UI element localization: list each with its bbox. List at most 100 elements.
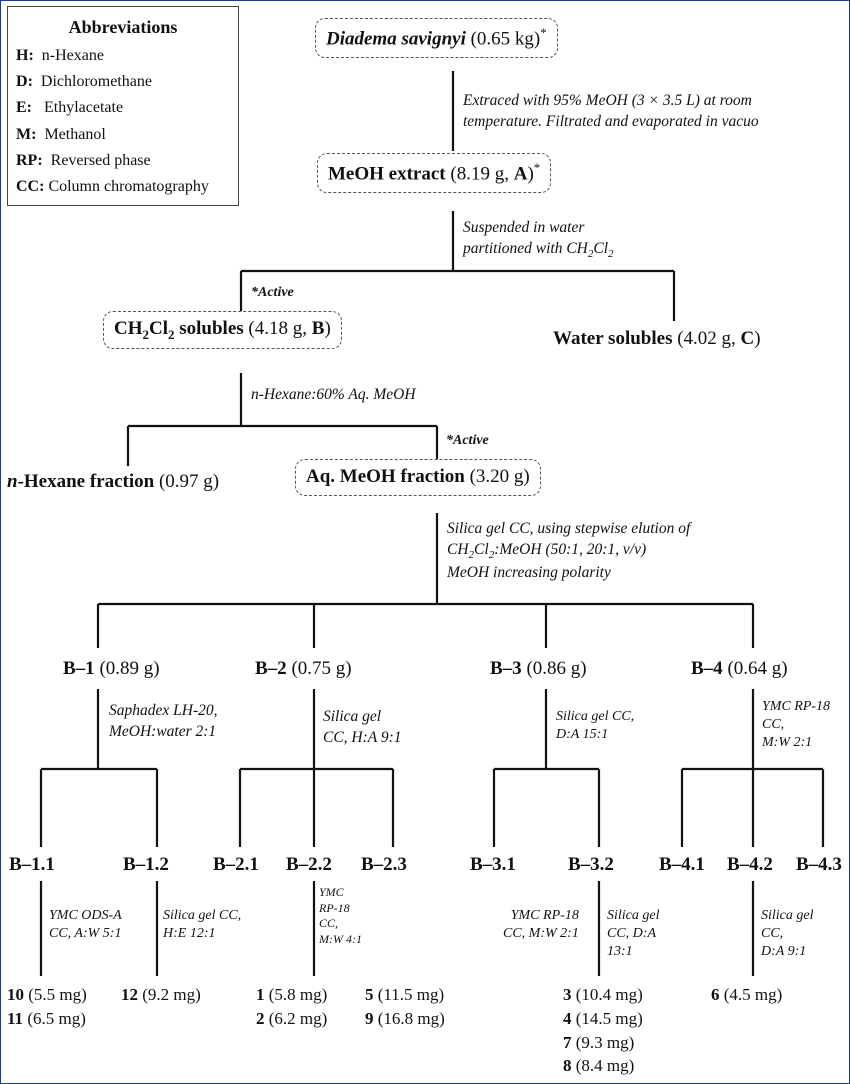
node-b3-2: B–3.2 — [566, 854, 616, 877]
node-b1-name: B–1 — [63, 658, 95, 679]
node-water-name: Water solubles — [553, 328, 673, 349]
compound-id: 2 — [256, 1008, 265, 1028]
note-line: D:A 15:1 — [556, 727, 609, 743]
active-label-1: *Active — [251, 285, 294, 302]
node-b3-1: B–3.1 — [468, 854, 518, 877]
legend-key: RP — [16, 152, 38, 170]
note-line: partitioned with CH2Cl2 — [463, 239, 614, 262]
legend-item: CC: Column chromatography — [16, 175, 230, 199]
note-line: M:W 2:1 — [762, 735, 813, 751]
note-sub: 2 — [587, 248, 594, 261]
note-line: YMC RP-18 — [762, 699, 831, 714]
compound-entry: 6 (4.5 mg) — [711, 983, 782, 1007]
compound-entry: 7 (9.3 mg) — [563, 1031, 643, 1055]
node-hexane-italic: n — [7, 471, 18, 492]
compound-entry: 4 (14.5 mg) — [563, 1007, 643, 1031]
node-b4-1: B–4.1 — [657, 854, 707, 877]
note-b1-2: Silica gel CC, H:E 12:1 — [163, 907, 241, 943]
node-b2-name: B–2 — [255, 658, 287, 679]
note-line: CC, — [319, 916, 339, 931]
node-ch2cl2-sub: 2 — [142, 326, 150, 342]
note-extraction: Extraced with 95% MeOH (3 × 3.5 L) at ro… — [463, 91, 759, 133]
node-meoh-name: MeOH extract — [328, 163, 446, 185]
compound-amount: (8.4 mg) — [571, 1056, 635, 1076]
legend-item: M: Methanol — [16, 122, 230, 148]
active-text: Active — [453, 433, 489, 448]
note-line: CC, A:W 5:1 — [49, 926, 122, 942]
legend-sep: : — [26, 99, 32, 117]
legend-value: Column chromatography — [48, 177, 209, 195]
note-b1: Saphadex LH-20, MeOH:water 2:1 — [109, 701, 218, 743]
compound-amount: (4.5 mg) — [719, 985, 783, 1004]
compound-entry: 12 (9.2 mg) — [121, 983, 201, 1007]
legend-value: Methanol — [44, 125, 106, 143]
note-line: MeOH increasing polarity — [447, 563, 611, 581]
compound-amount: (10.4 mg) — [571, 985, 643, 1004]
node-aqmeoh-fraction: Aq. MeOH fraction (3.20 g) — [295, 459, 541, 496]
node-water-solubles: Water solubles (4.02 g, C) — [553, 328, 761, 351]
note-b4-2: Silica gel CC, D:A 9:1 — [761, 907, 814, 962]
note-line: CC, H:A 9:1 — [323, 728, 402, 746]
node-b4-name: B–4 — [691, 658, 723, 679]
compound-amount: (11.5 mg) — [373, 985, 445, 1004]
note-b1-1: YMC ODS-A CC, A:W 5:1 — [49, 907, 122, 943]
legend-item: E: Ethylacetate — [16, 95, 230, 121]
node-hexane-fraction: n-Hexane fraction (0.97 g) — [7, 471, 219, 494]
active-mark: * — [533, 160, 541, 175]
note-text: CH — [447, 540, 469, 558]
node-b1: B–1 (0.89 g) — [63, 658, 160, 681]
legend-value: Ethylacetate — [44, 99, 124, 117]
note-text: Cl — [593, 239, 609, 257]
node-ch2cl2-solubles: CH2Cl2 solubles (4.18 g, B) — [103, 311, 342, 350]
legend-value: Reversed phase — [50, 152, 151, 170]
note-b3: Silica gel CC, D:A 15:1 — [556, 708, 634, 744]
note-line: D:A 9:1 — [761, 944, 807, 960]
note-line: YMC ODS-A — [49, 908, 122, 923]
compound-entry: 2 (6.2 mg) — [256, 1007, 327, 1031]
compound-id: 9 — [365, 1008, 374, 1028]
compound-id: 5 — [365, 985, 374, 1004]
compound-amount: (14.5 mg) — [571, 1008, 643, 1028]
node-b3-name: B–3 — [490, 658, 522, 679]
note-sub: 2 — [488, 549, 495, 562]
node-ch2cl2-code: B — [311, 318, 325, 339]
note-line: RP-18 — [319, 900, 350, 915]
node-water-amount: (4.02 g, — [672, 328, 741, 349]
note-line: Silica gel — [607, 908, 660, 923]
node-meoh-amount: (8.19 g, — [445, 163, 514, 185]
note-line: 13:1 — [607, 944, 633, 960]
note-line: Suspended in water — [463, 219, 585, 236]
node-diadema: Diadema savignyi (0.65 kg)* — [315, 18, 558, 59]
note-line: CC, — [762, 717, 785, 733]
node-b1-1: B–1.1 — [7, 854, 57, 877]
node-b2-3: B–2.3 — [359, 854, 409, 877]
active-text: Active — [258, 285, 294, 300]
legend-item: D: Dichloromethane — [16, 69, 230, 95]
node-ch2cl2-amount-close: ) — [324, 318, 331, 339]
node-b2-amount: (0.75 g) — [286, 658, 352, 679]
compound-group-b2-3: 5 (11.5 mg) 9 (16.8 mg) — [365, 983, 445, 1031]
node-aqmeoh-amount: (3.20 g) — [464, 466, 530, 487]
node-meoh-extract: MeOH extract (8.19 g, A)* — [317, 153, 552, 194]
note-text: partitioned with CH — [463, 239, 588, 257]
node-b3-amount: (0.86 g) — [521, 658, 587, 679]
node-b2-1: B–2.1 — [211, 854, 261, 877]
compound-amount: (9.3 mg) — [571, 1032, 635, 1052]
compound-entry: 11 (6.5 mg) — [7, 1007, 87, 1031]
note-line: CH2Cl2:MeOH (50:1, 20:1, v/v) — [447, 540, 690, 563]
note-silica-main: Silica gel CC, using stepwise elution of… — [447, 519, 690, 584]
note-line: Silica gel CC, — [163, 908, 242, 923]
note-line: YMC RP-18 — [510, 908, 579, 923]
legend-item: RP: Reversed phase — [16, 148, 230, 174]
compound-amount: (6.2 mg) — [264, 1008, 328, 1028]
legend-key: E — [16, 99, 27, 117]
active-mark: * — [540, 25, 547, 40]
note-line: Extraced with 95% MeOH (3 × 3.5 L) at ro… — [463, 92, 752, 109]
compound-entry: 5 (11.5 mg) — [365, 983, 445, 1007]
node-b1-amount: (0.89 g) — [94, 658, 160, 679]
active-mark: * — [251, 285, 258, 300]
node-ch2cl2-sub: 2 — [168, 326, 175, 342]
legend-sep: : — [37, 152, 43, 170]
node-b2-2: B–2.2 — [284, 854, 334, 877]
